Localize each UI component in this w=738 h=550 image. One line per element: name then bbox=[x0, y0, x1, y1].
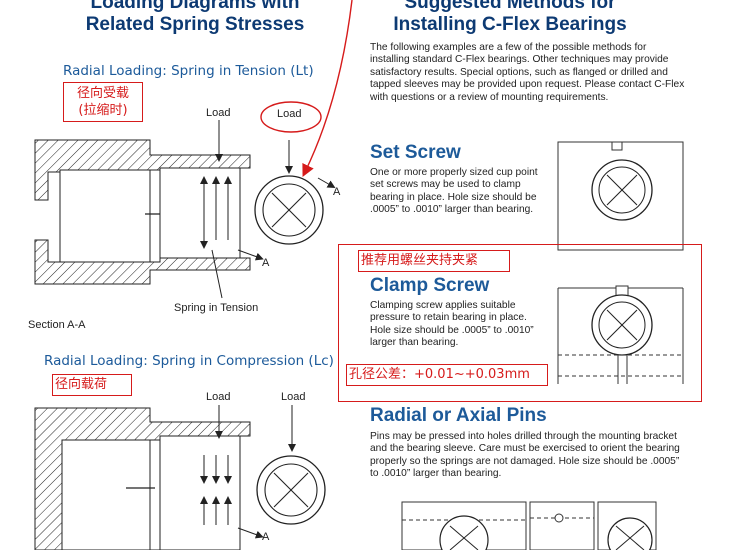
right-title: Suggested Methods for Installing C-Flex … bbox=[375, 0, 645, 36]
pins-title: Radial or Axial Pins bbox=[370, 405, 547, 426]
tension-a-label: A bbox=[262, 257, 270, 269]
left-title-line2: Related Spring Stresses bbox=[85, 14, 305, 35]
tension-anno-line1: 径向受载 bbox=[76, 86, 129, 101]
section-label: Section A-A bbox=[28, 319, 86, 331]
left-title: Loading Diagrams with Related Spring Str… bbox=[60, 0, 330, 36]
tolerance-annotation: 孔径公差：+0.01~+0.03mm bbox=[346, 364, 548, 386]
left-title-line1: Loading Diagrams with bbox=[90, 0, 300, 13]
set-screw-body: One or more properly sized cup point set… bbox=[370, 167, 538, 216]
tension-load-circled-label: Load bbox=[277, 108, 302, 120]
tension-annotation: 径向受载 (拉缩时) bbox=[63, 82, 143, 122]
tension-heading: Radial Loading: Spring in Tension (Lt) bbox=[63, 63, 314, 79]
pins-body: Pins may be pressed into holes drilled t… bbox=[370, 431, 680, 480]
compression-load-label-2: Load bbox=[281, 391, 306, 403]
right-title-line2: Installing C-Flex Bearings bbox=[393, 14, 627, 35]
clamp-box bbox=[338, 244, 702, 402]
intro-paragraph: The following examples are a few of the … bbox=[370, 42, 685, 103]
clamp-annotation: 推荐用螺丝夹持夹紧 bbox=[358, 250, 510, 272]
tension-anno-line2: (拉缩时) bbox=[78, 103, 128, 118]
right-title-line1: Suggested Methods for bbox=[404, 0, 616, 13]
spring-tension-label: Spring in Tension bbox=[174, 302, 259, 314]
tension-load-label: Load bbox=[206, 107, 231, 119]
tension-end-a-label: A bbox=[333, 186, 341, 198]
compression-a-label: A bbox=[262, 531, 270, 543]
set-screw-title: Set Screw bbox=[370, 142, 461, 163]
compression-load-label-1: Load bbox=[206, 391, 231, 403]
compression-heading: Radial Loading: Spring in Compression (L… bbox=[44, 353, 334, 369]
compression-annotation: 径向载荷 bbox=[52, 374, 132, 396]
clamp-screw-title: Clamp Screw bbox=[370, 275, 490, 296]
clamp-screw-body: Clamping screw applies suitable pressure… bbox=[370, 300, 534, 349]
